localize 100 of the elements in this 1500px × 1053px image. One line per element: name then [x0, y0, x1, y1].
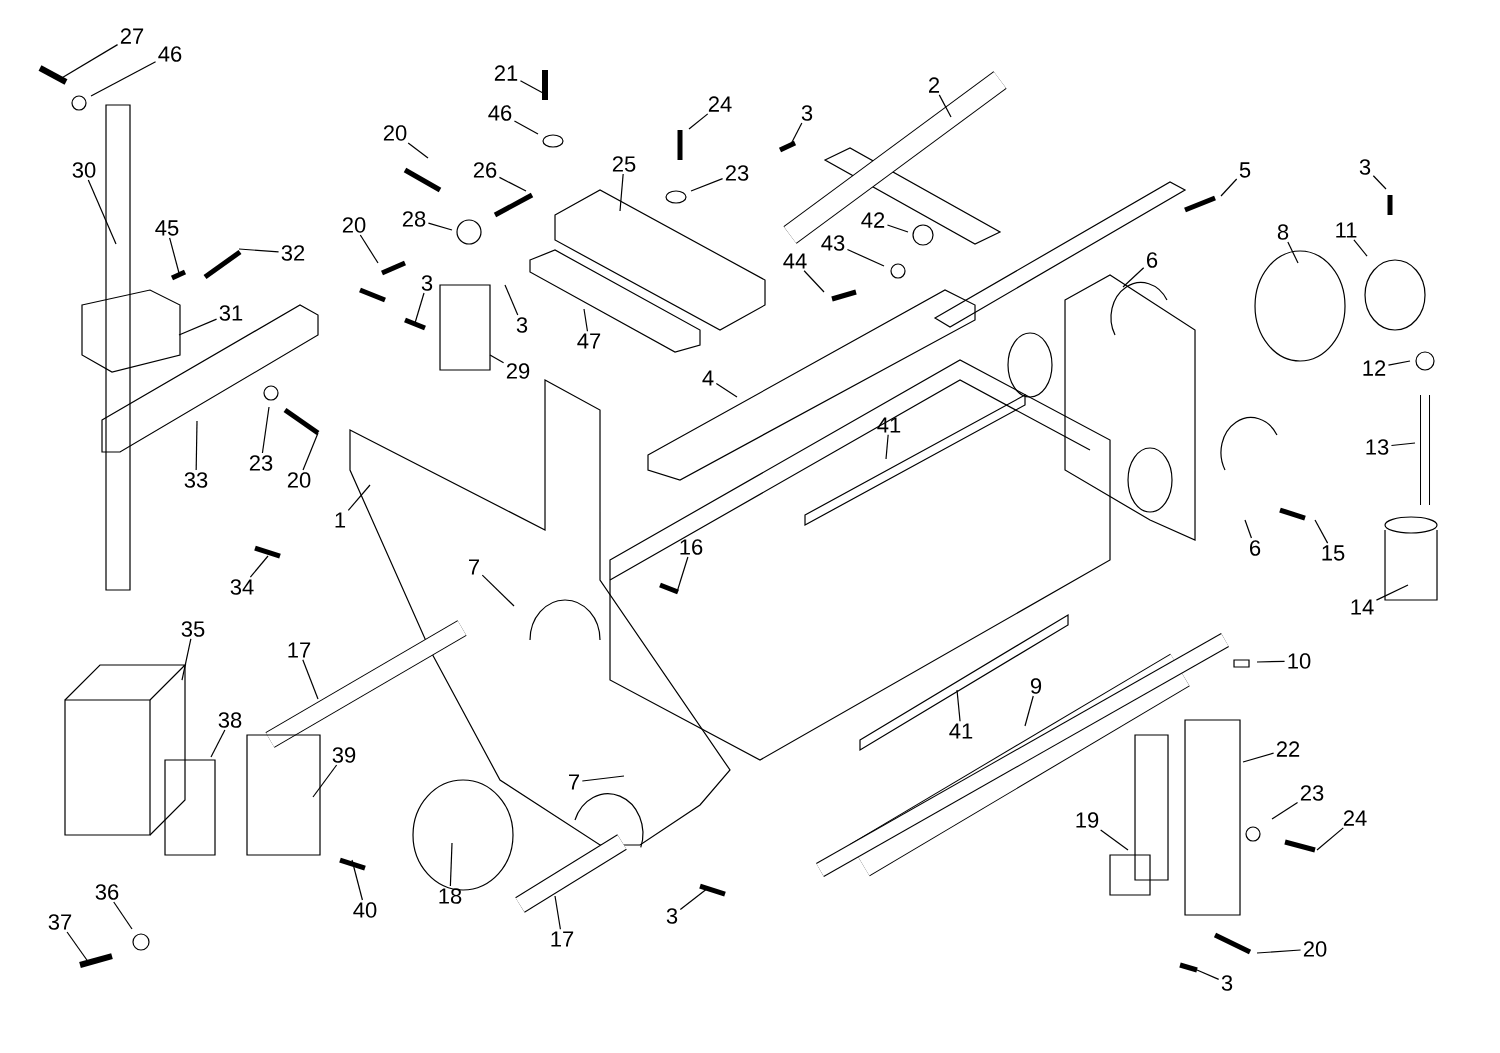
leader-line — [581, 775, 625, 782]
leader-line — [554, 895, 561, 930]
leader-line — [679, 887, 709, 911]
callout-number: 20 — [342, 217, 366, 233]
callout-number: 47 — [577, 333, 601, 349]
leader-line — [181, 638, 192, 681]
leader-line — [1353, 239, 1368, 257]
leader-line — [427, 222, 453, 231]
leader-line — [351, 859, 363, 901]
callout-number: 21 — [494, 65, 518, 81]
callout-number: 3 — [421, 275, 433, 291]
callout-number: 6 — [1147, 252, 1158, 268]
callout-number: 14 — [1351, 599, 1374, 615]
leader-line — [1220, 178, 1238, 197]
leader-line — [169, 237, 180, 274]
leader-line — [498, 176, 527, 192]
leader-line — [1271, 801, 1299, 820]
callout-number: 4 — [702, 370, 714, 386]
leader-line — [688, 113, 709, 130]
callout-number: 3 — [1359, 159, 1371, 175]
leader-line — [1390, 442, 1416, 447]
leader-line — [619, 173, 624, 212]
callout-number: 24 — [708, 96, 732, 112]
callout-number: 23 — [1300, 785, 1324, 801]
leader-line — [583, 308, 589, 332]
callout-number: 24 — [1343, 810, 1367, 826]
callout-number: 46 — [488, 105, 512, 121]
callout-number: 39 — [332, 747, 356, 763]
callout-number: 15 — [1322, 545, 1345, 561]
callout-number: 20 — [1303, 941, 1327, 957]
leader-line — [846, 248, 885, 267]
callout-number: 11 — [1336, 222, 1357, 238]
leader-line — [302, 432, 319, 471]
leader-line — [938, 94, 952, 118]
callout-number: 2 — [929, 77, 940, 93]
callout-number: 13 — [1366, 439, 1389, 455]
leader-line — [1122, 267, 1145, 288]
leader-line — [489, 354, 505, 364]
leader-line — [1372, 175, 1387, 190]
leader-line — [1375, 584, 1409, 601]
callout-number: 18 — [439, 888, 462, 904]
callout-number: 20 — [287, 472, 311, 488]
callout-number: 22 — [1276, 741, 1300, 757]
callout-number: 9 — [1030, 678, 1042, 694]
callout-number: 29 — [506, 363, 530, 379]
callout-number: 44 — [783, 253, 807, 269]
callout-number: 30 — [72, 162, 96, 178]
leader-line — [195, 420, 198, 471]
callout-number: 17 — [551, 931, 574, 947]
callout-number: 5 — [1239, 162, 1251, 178]
leader-line — [715, 382, 738, 398]
leader-line — [1244, 519, 1253, 539]
callout-number: 12 — [1363, 360, 1386, 376]
leader-line — [1287, 241, 1299, 264]
callout-number: 3 — [1221, 975, 1233, 991]
leader-line — [210, 729, 226, 758]
callout-number: 40 — [353, 902, 377, 918]
leader-line — [519, 80, 544, 94]
leader-line — [885, 434, 889, 460]
callout-number: 7 — [569, 774, 579, 790]
leader-line — [1387, 360, 1411, 366]
callout-number: 34 — [230, 579, 254, 595]
leader-line — [803, 270, 825, 293]
leader-line — [1256, 949, 1302, 954]
leader-line — [90, 61, 157, 97]
callout-number: 19 — [1076, 812, 1099, 828]
leader-line — [1100, 829, 1129, 851]
leader-line — [1314, 519, 1329, 544]
callout-number: 31 — [219, 305, 243, 321]
leader-line — [414, 292, 425, 324]
leader-line — [312, 764, 338, 798]
leader-line — [676, 556, 689, 593]
leader-line — [690, 178, 724, 192]
leader-line — [956, 689, 961, 722]
callout-number: 27 — [120, 28, 144, 44]
leader-line — [407, 142, 429, 159]
callout-number: 6 — [1250, 540, 1261, 556]
callout-number: 16 — [680, 539, 703, 555]
callout-number: 35 — [181, 621, 205, 637]
callout-number: 8 — [1277, 224, 1289, 240]
leader-line — [261, 406, 270, 454]
callout-number: 45 — [155, 220, 179, 236]
callout-number: 3 — [801, 105, 813, 121]
callout-number: 7 — [469, 559, 479, 575]
callout-number: 46 — [158, 46, 182, 62]
callout-number: 41 — [949, 723, 973, 739]
leader-line — [1242, 752, 1275, 763]
leader-line — [347, 484, 371, 511]
callout-number: 28 — [402, 211, 426, 227]
callout-number: 17 — [288, 642, 311, 658]
leader-line — [87, 179, 117, 245]
callout-number: 37 — [48, 914, 72, 930]
callout-number: 41 — [877, 417, 901, 433]
leader-line — [59, 44, 119, 80]
leader-line — [790, 122, 803, 145]
callout-number: 3 — [666, 908, 678, 924]
callout-number: 42 — [861, 212, 885, 228]
callout-number: 25 — [612, 156, 636, 172]
leader-line — [1256, 660, 1286, 663]
leader-line — [1196, 969, 1220, 980]
